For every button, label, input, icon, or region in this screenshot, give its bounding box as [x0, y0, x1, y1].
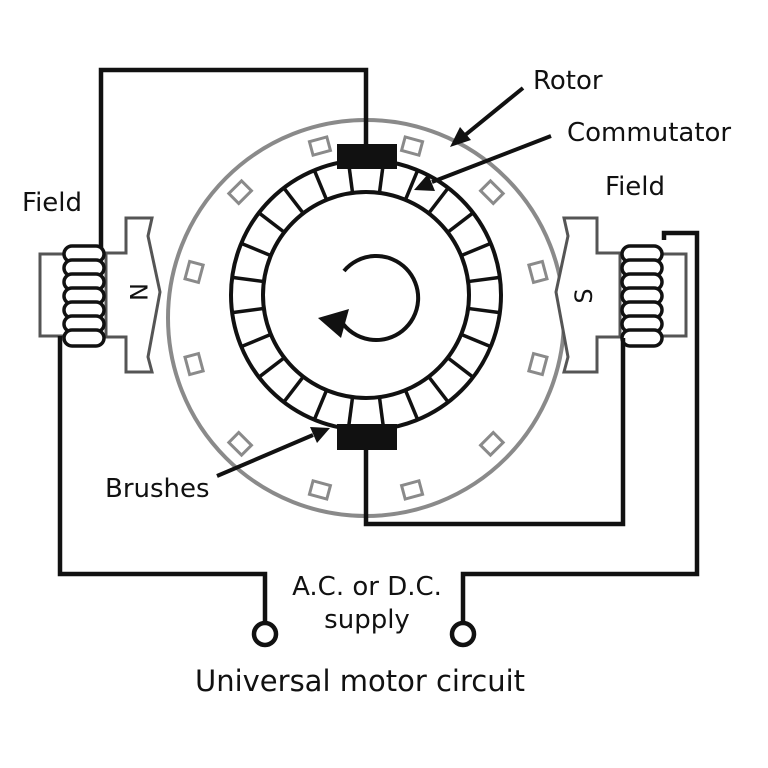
label-supply-line1: A.C. or D.C.	[292, 572, 442, 602]
commutator-segment-divider	[460, 332, 492, 349]
terminal-right	[449, 620, 477, 648]
field-coil-left	[62, 244, 106, 348]
rotor-pointer-arrowhead-icon	[450, 127, 471, 147]
rotor-pointer-line	[462, 86, 525, 138]
label-field-left: Field	[22, 188, 82, 218]
commutator-segment-divider	[467, 306, 501, 315]
rotor-slot	[183, 351, 205, 377]
commutator-segment-divider	[460, 241, 492, 258]
rotor-slots	[183, 135, 549, 501]
rotor-slot	[478, 178, 506, 206]
commutator-pointer-line	[431, 134, 552, 184]
commutator-inner-ring	[261, 190, 471, 400]
pole-shoe-left	[102, 216, 162, 374]
commutator-segment-divider	[446, 356, 475, 379]
brush-bottom	[337, 424, 397, 450]
rotation-arrow-icon	[339, 254, 421, 342]
wire-top-loop	[98, 67, 369, 248]
commutator-segment-divider	[346, 396, 355, 430]
label-brushes: Brushes	[105, 474, 210, 504]
rotor-slot	[183, 259, 205, 285]
pole-label-south: S	[570, 288, 598, 303]
commutator-segment-divider	[231, 306, 265, 315]
commutator-segment-divider	[240, 332, 272, 349]
field-coil-right	[620, 244, 664, 348]
commutator-segment-divider	[446, 211, 475, 234]
commutator-segment-divider	[403, 169, 420, 201]
commutator-segment-divider	[467, 275, 501, 284]
caption: Universal motor circuit	[195, 664, 525, 698]
commutator-segment-divider	[257, 211, 286, 234]
rotor-slot	[527, 259, 549, 285]
commutator-segment-divider	[312, 169, 329, 201]
brushes-pointer-arrowhead-icon	[310, 427, 330, 443]
commutator-segment-divider	[257, 356, 286, 379]
brush-top	[337, 144, 397, 169]
label-supply-line2: supply	[324, 605, 410, 635]
commutator-segment-divider	[427, 186, 450, 215]
commutator-outer-ring	[229, 158, 503, 432]
terminal-left	[251, 620, 279, 648]
rotor-slot	[226, 178, 254, 206]
commutator-pointer-arrowhead-icon	[414, 174, 435, 191]
commutator-segment-divider	[403, 389, 420, 421]
label-field-right: Field	[605, 172, 665, 202]
commutator-segment-divider	[312, 389, 329, 421]
rotor-slot	[399, 135, 425, 157]
wire-left-supply	[57, 336, 268, 623]
rotation-arrowhead-icon	[318, 309, 349, 338]
wire-right-supply	[460, 230, 700, 623]
commutator-segments	[231, 160, 501, 430]
rotor-slot	[399, 479, 425, 501]
rotor-slot	[307, 479, 333, 501]
rotor-slot	[226, 430, 254, 458]
commutator-segment-divider	[282, 186, 305, 215]
commutator-segment-divider	[427, 375, 450, 404]
rotor-slot	[307, 135, 333, 157]
rotor-slot	[478, 430, 506, 458]
rotor-slot	[527, 351, 549, 377]
commutator-segment-divider	[377, 396, 386, 430]
pole-shoe-right	[554, 216, 624, 374]
label-rotor: Rotor	[533, 66, 603, 96]
commutator-segment-divider	[282, 375, 305, 404]
pole-label-north: N	[124, 283, 152, 301]
commutator-segment-divider	[240, 241, 272, 258]
brushes-pointer-line	[216, 433, 314, 478]
commutator-segment-divider	[231, 275, 265, 284]
wire-bottom-loop	[363, 338, 626, 527]
label-commutator: Commutator	[567, 118, 731, 148]
